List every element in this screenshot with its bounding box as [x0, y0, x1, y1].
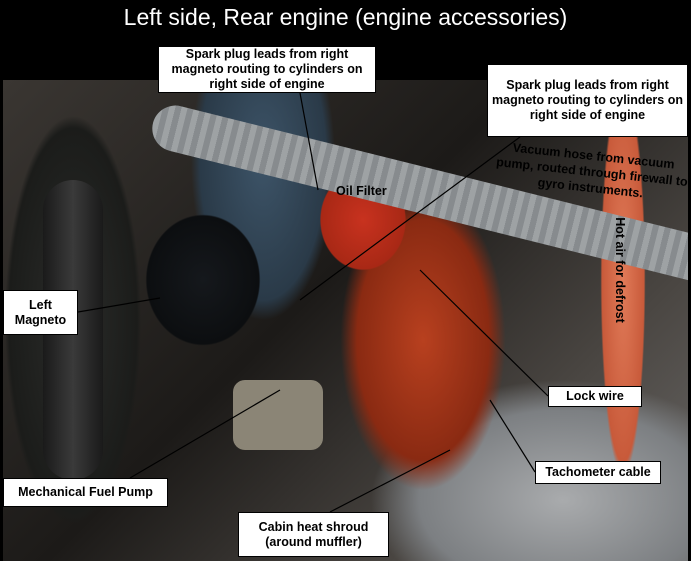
leader-fuel-pump — [129, 389, 281, 479]
page-title: Left side, Rear engine (engine accessori… — [123, 4, 568, 30]
label-mechanical-fuel-pump: Mechanical Fuel Pump — [3, 478, 168, 507]
leader-tach — [489, 399, 536, 473]
leader-lock-wire — [419, 269, 549, 397]
label-cabin-heat-shroud: Cabin heat shroud (around muffler) — [238, 512, 389, 557]
leader-spark-2 — [299, 136, 521, 301]
leader-magneto — [77, 297, 161, 313]
label-oil-filter: Oil Filter — [336, 184, 387, 198]
leader-cabin-heat — [329, 449, 451, 513]
label-spark-plug-leads-2: Spark plug leads from right magneto rout… — [487, 64, 688, 137]
label-left-magneto: Left Magneto — [3, 290, 78, 335]
label-spark-plug-leads-1: Spark plug leads from right magneto rout… — [158, 46, 376, 93]
label-hot-air-defrost: Hot air for defrost — [613, 217, 627, 323]
label-lock-wire: Lock wire — [548, 386, 642, 407]
label-tachometer-cable: Tachometer cable — [535, 461, 661, 484]
leader-spark-1 — [299, 92, 319, 191]
